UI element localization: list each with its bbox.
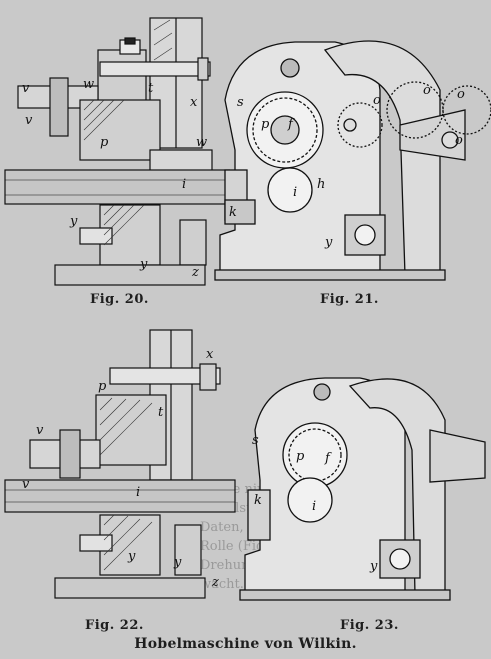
fig20-label: v	[22, 81, 30, 96]
fig20-label: i	[182, 177, 186, 192]
fig21-label: i	[293, 185, 297, 200]
figure-21-drawing: s p f i h k y o o o o	[205, 30, 491, 290]
fig21-label: o	[373, 93, 381, 108]
fig22-label: y	[173, 555, 182, 570]
fig21-label: s	[237, 95, 244, 110]
fig20-label: x	[190, 95, 198, 110]
fig23-label: i	[312, 499, 316, 514]
fig20-label: p	[100, 135, 109, 150]
fig20-label: w	[83, 77, 94, 92]
fig21-label: h	[317, 177, 325, 192]
fig22-label: x	[206, 347, 214, 362]
fig22-label: z	[211, 575, 219, 590]
fig20-label: y	[69, 214, 78, 229]
fig23-label: p	[296, 449, 305, 464]
fig22-label: t	[158, 405, 164, 420]
fig20-label: w	[196, 135, 207, 150]
fig23-label: s	[252, 433, 259, 448]
fig20-label: z	[191, 265, 199, 280]
fig20-caption: Fig. 20.	[90, 292, 149, 307]
fig22-label: v	[36, 423, 44, 438]
figure-20-drawing: v v w t x p w i y y z	[0, 0, 230, 290]
fig22-caption: Fig. 22.	[85, 618, 144, 633]
fig20-label: t	[148, 81, 154, 96]
fig22-label: i	[136, 485, 140, 500]
fig21-label: k	[229, 205, 237, 220]
fig23-caption: Fig. 23.	[340, 618, 399, 633]
fig21-label: y	[324, 235, 333, 250]
fig23-label: f	[324, 451, 332, 466]
fig22-label: v	[22, 477, 30, 492]
fig21-label: o	[423, 83, 431, 98]
figure-22-drawing: x v p t i y y z v	[0, 320, 240, 610]
fig20-label: v	[25, 113, 33, 128]
fig22-label: p	[98, 379, 107, 394]
fig23-label: y	[369, 559, 378, 574]
page-title: Hobelmaschine von Wilkin.	[134, 636, 357, 652]
figure-23-drawing: s p f i k y	[230, 370, 491, 610]
fig23-label: k	[254, 493, 262, 508]
fig21-label: o	[455, 133, 463, 148]
fig21-label: p	[261, 117, 270, 132]
fig21-label: o	[457, 87, 465, 102]
fig20-label: y	[139, 257, 148, 272]
fig21-label: f	[287, 117, 295, 132]
fig22-label: y	[127, 549, 136, 564]
fig21-caption: Fig. 21.	[320, 292, 379, 307]
